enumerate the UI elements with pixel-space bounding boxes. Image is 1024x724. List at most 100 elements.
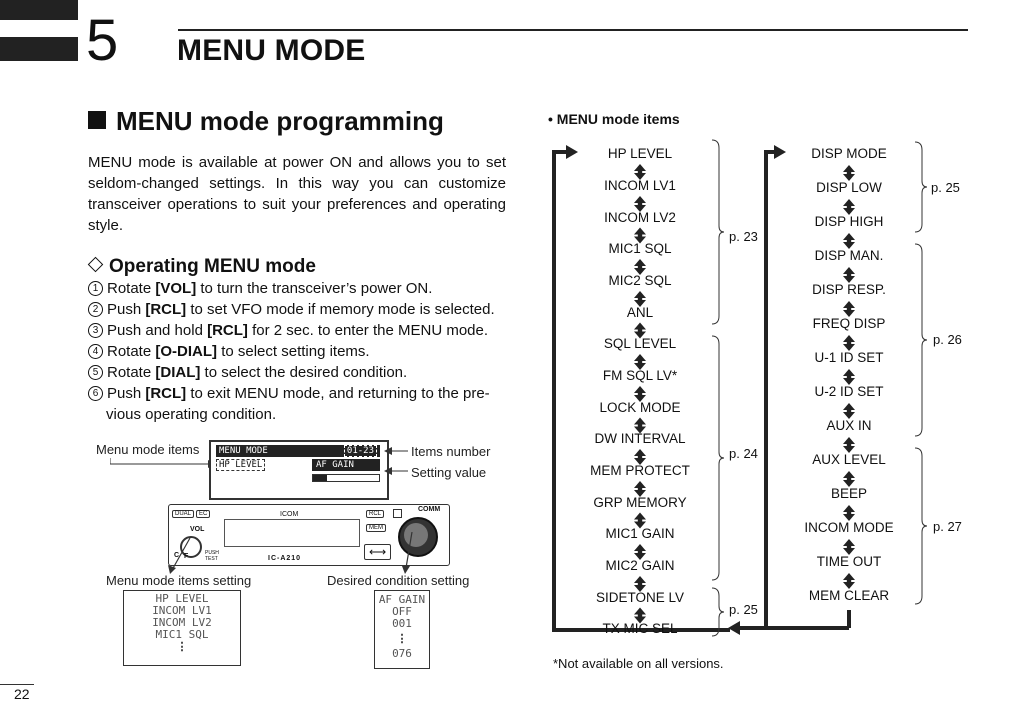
- menu-item: U-2 ID SET: [814, 384, 884, 399]
- menu-item: MEM CLEAR: [808, 588, 890, 603]
- chapter-rule: [178, 29, 968, 31]
- section-title: MENU mode programming: [88, 106, 444, 137]
- step-key: [RCL]: [207, 322, 248, 339]
- cond-box-ellipsis: ⋮: [396, 632, 408, 645]
- menu-item: AUX IN: [826, 418, 872, 433]
- page-ref-27: p. 27: [933, 519, 962, 534]
- vol-knob: [180, 536, 202, 558]
- subsection-title-text: Operating MENU mode: [109, 256, 316, 277]
- footnote: *Not available on all versions.: [553, 656, 724, 671]
- double-arrow-icon: [843, 403, 855, 419]
- step-text: Rotate: [107, 343, 156, 360]
- double-arrow-icon: [634, 576, 646, 592]
- page-ref-24: p. 24: [729, 446, 758, 461]
- step-item: 3 Push and hold [RCL] for 2 sec. to enter…: [88, 320, 508, 341]
- step-key: [O-DIAL]: [155, 343, 218, 360]
- indicator-square: [393, 509, 402, 518]
- lcd-row-menu: MENU MODE 01-23: [216, 445, 380, 457]
- items-box-line: MIC1 SQL: [155, 628, 209, 641]
- cond-box-line: 076: [392, 647, 412, 660]
- double-arrow-icon: [843, 335, 855, 351]
- flow-connectors: [552, 145, 851, 635]
- step-key: [RCL]: [145, 385, 187, 402]
- page-ref-26: p. 26: [933, 332, 962, 347]
- lcd-item-text: HP LEVEL: [216, 459, 266, 471]
- menu-item: TIME OUT: [816, 554, 882, 569]
- menu-item: DISP LOW: [816, 180, 882, 195]
- model-label: IC-A210: [268, 555, 302, 562]
- radio-display-window: [224, 519, 360, 547]
- double-arrow-icon: [634, 449, 646, 465]
- brace-icon: [914, 141, 928, 233]
- square-bullet-icon: [88, 111, 106, 129]
- menu-item: DISP HIGH: [814, 214, 884, 229]
- mem-button: MEM: [366, 524, 386, 532]
- double-arrow-icon: [634, 259, 646, 275]
- brand-logo: ICOM: [280, 511, 299, 518]
- menu-item: INCOM LV2: [604, 210, 676, 225]
- double-arrow-icon: [634, 481, 646, 497]
- chapter-title: MENU MODE: [177, 34, 366, 67]
- step-text: Rotate: [107, 364, 156, 381]
- cond-box-line: OFF: [392, 605, 412, 618]
- swap-button: ⟷: [364, 544, 392, 560]
- menu-item: GRP MEMORY: [593, 495, 687, 510]
- double-arrow-icon: [634, 417, 646, 434]
- menu-item: HP LEVEL: [607, 146, 673, 161]
- menu-item: DISP MAN.: [814, 248, 884, 263]
- step-text: Push and hold: [107, 322, 208, 339]
- pointer-arrows-right: [384, 447, 408, 475]
- menu-item: MEM PROTECT: [590, 463, 690, 478]
- page-number-rule: [0, 684, 34, 685]
- step-text: to set VFO mode if memory mode is select…: [186, 301, 495, 318]
- step-number: 2: [88, 302, 103, 317]
- step-text: to exit MENU mode, and returning to the …: [186, 385, 490, 402]
- page-ref-25: p. 25: [729, 602, 758, 617]
- items-box-line: INCOM LV2: [152, 616, 212, 629]
- step-key: [DIAL]: [155, 364, 201, 381]
- chapter-tab-bottom: [0, 37, 78, 61]
- cond-box-line: 001: [392, 617, 412, 630]
- menu-item: INCOM LV1: [604, 178, 676, 193]
- menu-item: MIC2 GAIN: [605, 558, 675, 573]
- menu-item: ANL: [626, 305, 654, 320]
- menu-item: DISP MODE: [811, 146, 887, 161]
- double-arrow-icon: [843, 301, 855, 317]
- menu-item: DISP RESP.: [812, 282, 886, 297]
- step-text: for 2 sec. to enter the MENU mode.: [247, 322, 489, 339]
- label-setting-value: Setting value: [411, 465, 487, 480]
- menu-item: INCOM MODE: [804, 520, 894, 535]
- page-number: 22: [14, 686, 30, 702]
- items-box-line: INCOM LV1: [152, 604, 212, 617]
- double-arrow-icon: [634, 354, 646, 370]
- menu-item: MIC1 GAIN: [605, 526, 675, 541]
- double-arrow-icon: [843, 573, 855, 589]
- test-label: TEST: [205, 556, 218, 562]
- ec-button: EC: [196, 510, 211, 518]
- label-condition-setting: Desired condition setting: [327, 573, 470, 588]
- step-number: 5: [88, 365, 103, 380]
- double-arrow-icon: [843, 267, 855, 283]
- label-items-number: Items number: [411, 444, 491, 459]
- double-arrow-icon: [634, 544, 646, 560]
- menu-item: SIDETONE LV: [595, 590, 685, 605]
- intro-paragraph: MENU mode is available at power ON and a…: [88, 154, 506, 234]
- step-text: Push: [107, 301, 146, 318]
- pointer-arrows-down: [168, 532, 413, 574]
- step-text: to turn the transceiver’s power ON.: [196, 280, 433, 297]
- step-number: 3: [88, 323, 103, 338]
- lcd-row-item: HP LEVEL AF GAIN: [216, 459, 380, 471]
- double-arrow-icon: [843, 233, 855, 249]
- double-arrow-icon: [843, 165, 855, 181]
- double-arrow-icon: [634, 227, 646, 244]
- double-arrow-icon: [634, 196, 646, 212]
- label-items-setting: Menu mode items setting: [106, 573, 252, 588]
- page-ref-23: p. 23: [729, 229, 758, 244]
- menu-items-title: • MENU mode items: [548, 111, 680, 127]
- menu-item: MIC2 SQL: [608, 273, 672, 288]
- comm-label: COMM: [418, 506, 441, 513]
